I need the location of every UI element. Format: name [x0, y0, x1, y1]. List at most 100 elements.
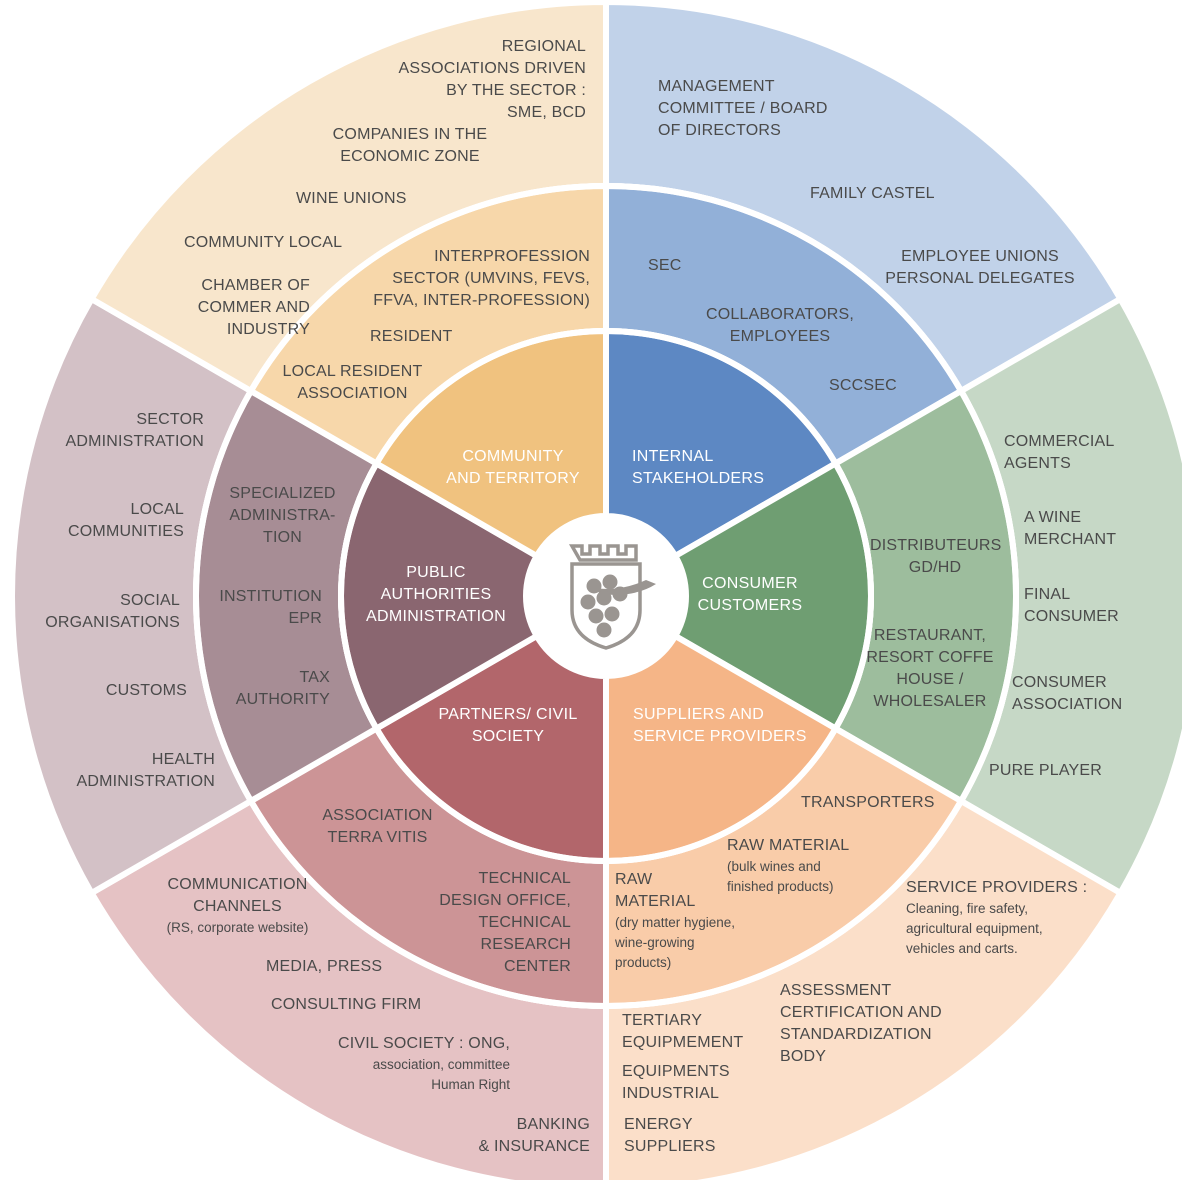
text-line: ECONOMIC ZONE [340, 148, 480, 165]
logo-grape [602, 574, 618, 590]
raw-material-bulk-title: RAW MATERIAL [727, 835, 849, 857]
text-line: COMMER AND [197, 299, 310, 316]
text-line: ADMINISTRATION [366, 608, 506, 625]
label-companies-economic-zone: COMPANIES IN THE ECONOMIC ZONE [320, 124, 500, 168]
text-line: ENERGY [624, 1116, 693, 1133]
text-line: COMPANIES IN THE [332, 126, 488, 143]
text-line: COMMITTEE / BOARD [658, 100, 828, 117]
text-line: FAMILY CASTEL [810, 185, 935, 202]
label-civil-society: CIVIL SOCIETY : ONG, association, commit… [338, 1033, 510, 1095]
text-line: CENTER [504, 958, 571, 975]
text-line: EMPLOYEES [729, 328, 831, 345]
label-energy-suppliers: ENERGY SUPPLIERS [624, 1114, 716, 1158]
text-line: ADMINISTRATION [65, 433, 204, 450]
text-line: EQUIPMEMENT [622, 1034, 744, 1051]
text-line: CHANNELS [193, 898, 282, 915]
text-line: TAX [299, 669, 330, 686]
text-line: SERVICE PROVIDERS [633, 728, 807, 745]
label-transporters: TRANSPORTERS [801, 792, 935, 814]
text-line: TERTIARY [622, 1012, 703, 1029]
ring-divider-inner [338, 328, 874, 864]
text-line: GD/HD [908, 559, 962, 576]
text-line: SUPPLIERS AND [633, 706, 765, 723]
text-line: OF DIRECTORS [658, 122, 782, 139]
text-line: DESIGN OFFICE, [439, 892, 571, 909]
text-line: TECHNICAL [478, 870, 571, 887]
label-sccsec: SCCSEC [829, 375, 897, 397]
text-line: SERVICE PROVIDERS : [906, 879, 1088, 896]
label-service-providers: SERVICE PROVIDERS : Cleaning, fire safet… [906, 877, 1087, 959]
logo-swoosh [596, 580, 656, 595]
text-line: wine-growing [615, 935, 695, 950]
text-line: INTERNAL [632, 448, 714, 465]
text-line: CONSUMER [1012, 674, 1107, 691]
text-line: PUBLIC [406, 564, 466, 581]
text-line: COMMUNITIES [68, 523, 184, 540]
text-line: CHAMBER OF [201, 277, 310, 294]
text-line: ADMINISTRA- [229, 507, 336, 524]
text-line: AUTHORITIES [380, 586, 492, 603]
text-line: AND TERRITORY [446, 470, 580, 487]
logo-grape [596, 590, 612, 606]
text-line: TRANSPORTERS [801, 794, 935, 811]
label-banking-insurance: BANKING& INSURANCE [478, 1114, 590, 1158]
text-line: CONSUMER [1024, 608, 1119, 625]
text-line: INSTITUTION [219, 588, 322, 605]
text-line: RAW MATERIAL [727, 837, 850, 854]
text-line: ASSOCIATION [322, 807, 433, 824]
castle-grapes-logo-icon [568, 544, 656, 650]
logo-grape [588, 608, 604, 624]
text-line: agricultural equipment, [906, 921, 1043, 936]
text-line: EMPLOYEE UNIONS [901, 248, 1059, 265]
label-community-local: COMMUNITY LOCAL [184, 232, 342, 254]
text-line: products) [615, 955, 672, 970]
text-line: STANDARDIZATION [780, 1026, 932, 1043]
text-line: LOCAL RESIDENT [282, 363, 423, 380]
text-line: RESIDENT [370, 328, 453, 345]
label-family-castel: FAMILY CASTEL [810, 183, 935, 205]
text-line: ORGANISATIONS [45, 614, 180, 631]
text-line: WINE UNIONS [296, 190, 407, 207]
text-line: MEDIA, PRESS [266, 958, 383, 975]
text-line: BODY [780, 1048, 827, 1065]
text-line: CONSULTING FIRM [271, 996, 422, 1013]
label-tertiary-equipment: TERTIARY EQUIPMEMENT [622, 1010, 743, 1054]
label-resident: RESIDENT [370, 326, 453, 348]
text-line: COMMERCIAL [1004, 433, 1115, 450]
category-suppliers-service-providers: SUPPLIERS AND SERVICE PROVIDERS [633, 704, 823, 748]
label-distributeurs: DISTRIBUTEURS GD/HD [870, 535, 1002, 579]
text-line: SUPPLIERS [624, 1138, 716, 1155]
text-line: ASSOCIATIONS DRIVEN [398, 60, 586, 77]
text-line: DISTRIBUTEURS [870, 537, 1002, 554]
text-line: AUTHORITY [235, 691, 330, 708]
text-line: LOCAL [130, 501, 184, 518]
ring-divider-outer [193, 183, 1019, 1009]
logo-shield [568, 544, 642, 650]
text-line: association, committee [372, 1057, 510, 1072]
label-pure-player: PURE PLAYER [989, 760, 1102, 782]
text-line: CUSTOMERS [697, 597, 803, 614]
text-line: SME, BCD [507, 104, 586, 121]
text-line: Human Right [431, 1077, 510, 1092]
label-wine-unions: WINE UNIONS [296, 188, 407, 210]
text-line: Cleaning, fire safety, [906, 901, 1029, 916]
